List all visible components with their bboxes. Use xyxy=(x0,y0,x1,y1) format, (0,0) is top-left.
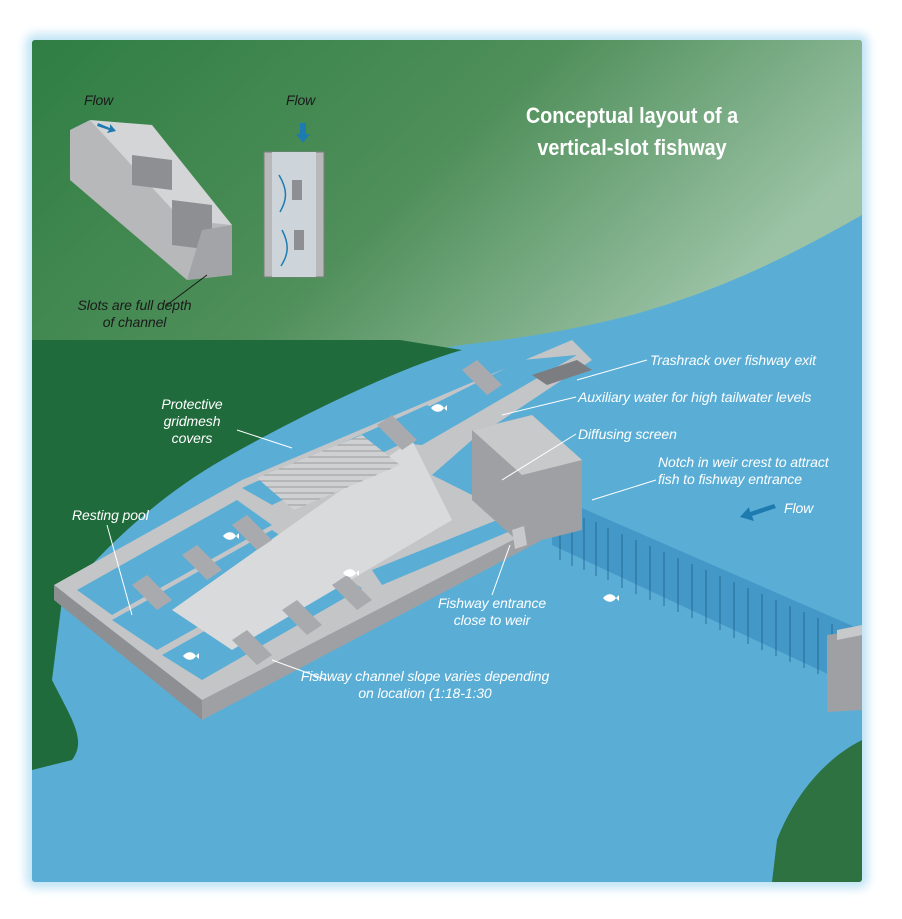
inset-flow-label-right: Flow xyxy=(286,92,316,108)
fish-icon xyxy=(343,569,359,577)
inset-flow-label-left: Flow xyxy=(84,92,114,108)
far-riverbank xyxy=(32,40,862,355)
flow-arrow-icon xyxy=(296,123,310,143)
slots-note: Slots are full depth of channel xyxy=(77,297,192,330)
fish-icon xyxy=(183,652,199,660)
bottom-right-bank xyxy=(772,740,862,882)
weir xyxy=(552,495,862,712)
diagram-frame: Conceptual layout of a vertical-slot fis… xyxy=(32,40,862,882)
callout-fishway-entrance: Fishway entrance close to weir xyxy=(437,595,547,628)
flow-arrow-icon xyxy=(97,123,116,133)
callout-channel-slope: Fishway channel slope varies depending o… xyxy=(300,668,550,701)
inset-channel-plan xyxy=(263,151,325,278)
callout-trashrack: Trashrack over fishway exit xyxy=(650,352,816,368)
fishway-structure xyxy=(54,340,592,720)
flow-arrow-icon xyxy=(740,504,776,521)
diagram-title: Conceptual layout of a vertical-slot fis… xyxy=(525,103,739,160)
callout-protective-covers: Protective gridmesh covers xyxy=(161,396,223,446)
fish-icon xyxy=(431,404,447,412)
river-flow-label: Flow xyxy=(784,500,814,516)
callout-diffusing-screen: Diffusing screen xyxy=(578,426,677,442)
callout-resting-pool: Resting pool xyxy=(72,507,149,523)
near-riverbank xyxy=(32,340,462,770)
callout-notch: Notch in weir crest to attract fish to f… xyxy=(658,454,829,487)
fish-icon xyxy=(603,594,619,602)
callout-auxiliary-water: Auxiliary water for high tailwater level… xyxy=(578,389,812,405)
slots-leader-line xyxy=(166,274,208,306)
fish-icon xyxy=(223,532,239,540)
callout-leader-lines xyxy=(106,359,657,681)
fishway-illustration xyxy=(32,40,862,882)
inset-channel-3d xyxy=(70,120,232,280)
